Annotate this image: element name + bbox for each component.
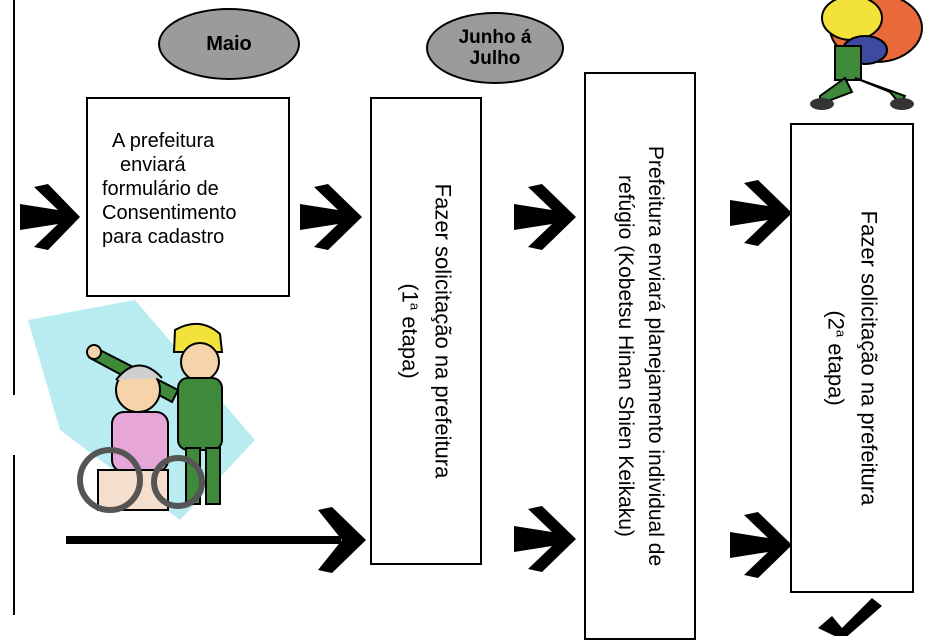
oval-junho-label-line2: Julho — [469, 48, 521, 69]
text-line: formulário de — [102, 178, 219, 200]
long-arrow-shaft — [66, 536, 341, 544]
worker-pushing-wheelchair-illustration — [28, 300, 255, 520]
oval-maio: Maio — [158, 8, 300, 80]
check-mark-icon — [818, 598, 882, 636]
arrow-right-icon — [514, 506, 576, 572]
text-line: enviará — [120, 154, 186, 176]
arrow-right-icon — [730, 180, 792, 246]
box-prefeitura-envia-text: A prefeitura enviará formulário de Conse… — [102, 129, 237, 249]
text-line: Consentimento — [102, 202, 237, 224]
oval-junho-julho: Junho á Julho — [426, 12, 564, 84]
arrow-right-icon — [514, 184, 576, 250]
arrow-right-icon — [730, 512, 792, 578]
box-solicitacao-1a-etapa: Fazer solicitação na prefeitura (1a etap… — [370, 97, 482, 565]
text-line: A prefeitura — [112, 130, 215, 152]
left-edge-line-top — [13, 0, 15, 395]
arrow-right-icon — [300, 184, 362, 250]
oval-maio-label: Maio — [206, 32, 252, 55]
box-prefeitura-envia-formulario: A prefeitura enviará formulário de Conse… — [86, 97, 290, 297]
box-solicitacao-2a-etapa: Fazer solicitação na prefeitura (2a etap… — [790, 123, 914, 593]
text-line: para cadastro — [102, 226, 225, 248]
left-edge-line-bottom — [13, 455, 15, 615]
arrow-right-icon — [20, 184, 80, 250]
oval-junho-label-line1: Junho á — [458, 27, 532, 48]
box-planejamento-individual: Prefeitura enviará planejamento individu… — [584, 72, 696, 640]
hiker-with-backpack-illustration — [810, 0, 923, 110]
long-arrow-head-icon — [318, 507, 366, 573]
